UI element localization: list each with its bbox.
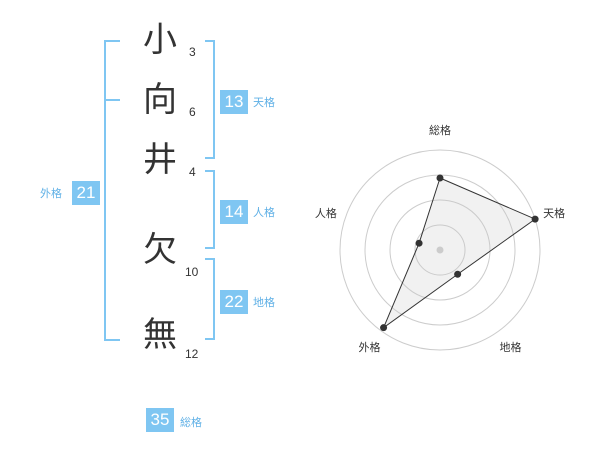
radar-center	[436, 246, 444, 254]
soukaku-label: 総格	[180, 416, 202, 429]
gaikaku-label: 外格	[40, 187, 62, 200]
stroke-count-5: 12	[185, 347, 199, 361]
jinkaku-label: 人格	[253, 206, 275, 219]
radar-point-5	[415, 239, 423, 247]
gaikaku-bracket-vertical	[104, 40, 106, 341]
radar-axis-label-1: 総格	[429, 123, 451, 137]
gaikaku-bracket-top	[104, 40, 120, 42]
tenkaku-label: 天格	[253, 96, 275, 109]
chikaku-bracket-bottom	[205, 338, 215, 340]
radar-axis-label-3: 地格	[500, 340, 522, 354]
chikaku-bracket-vertical	[213, 258, 215, 340]
gaikaku-bracket-mid	[104, 99, 120, 101]
radar-ring-2	[389, 199, 491, 301]
stroke-count-4: 10	[185, 265, 199, 279]
radar-point-4	[380, 324, 388, 332]
stroke-count-1: 3	[189, 45, 196, 59]
chikaku-value-badge: 22	[220, 290, 248, 314]
name-char-3: 井	[143, 140, 177, 180]
jinkaku-value-badge: 14	[220, 200, 248, 224]
tenkaku-bracket-bottom	[205, 157, 215, 159]
gaikaku-bracket-bottom	[104, 339, 120, 341]
radar-ring-1	[414, 224, 466, 276]
radar-axis-label-5: 人格	[315, 206, 337, 220]
tenkaku-bracket-top	[205, 40, 215, 42]
radar-point-3	[454, 270, 462, 278]
radar-area	[382, 177, 537, 330]
tenkaku-bracket-vertical	[213, 40, 215, 159]
stroke-count-3: 4	[189, 165, 196, 179]
chikaku-label: 地格	[253, 296, 275, 309]
radar-axis-label-2: 天格	[543, 206, 565, 220]
radar-ring-4	[339, 149, 541, 351]
name-char-5: 無	[143, 315, 177, 355]
gaikaku-value-badge: 21	[72, 181, 100, 205]
jinkaku-bracket-top	[205, 170, 215, 172]
soukaku-value-badge: 35	[146, 408, 174, 432]
chikaku-bracket-top	[205, 258, 215, 260]
jinkaku-bracket-vertical	[213, 170, 215, 249]
stroke-count-2: 6	[189, 105, 196, 119]
tenkaku-value-badge: 13	[220, 90, 248, 114]
name-char-1: 小	[143, 20, 177, 60]
name-char-4: 欠	[143, 230, 177, 270]
jinkaku-bracket-bottom	[205, 247, 215, 249]
radar-point-2	[531, 215, 539, 223]
radar-point-1	[436, 174, 444, 182]
radar-axis-label-4: 外格	[358, 340, 380, 354]
name-char-2: 向	[143, 80, 177, 120]
